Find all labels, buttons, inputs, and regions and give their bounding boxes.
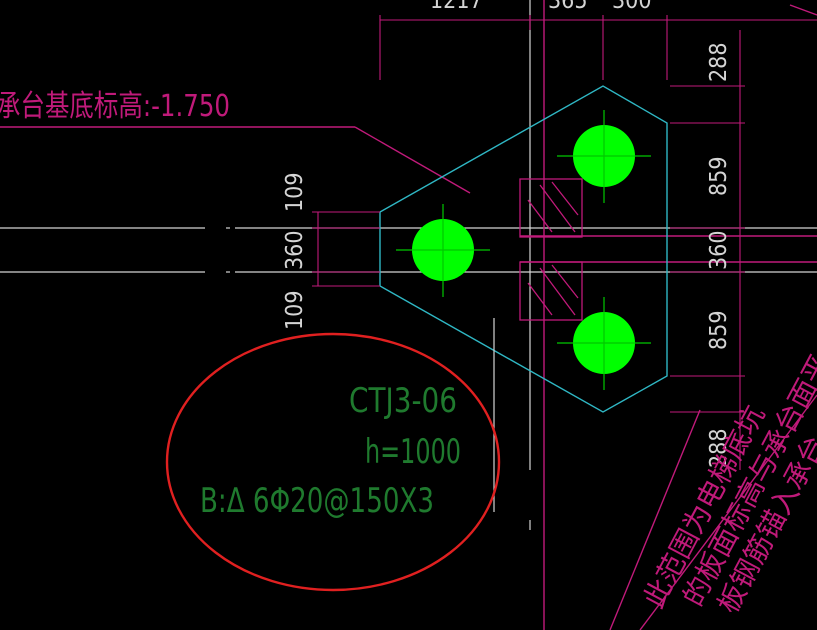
cap-rebar: B:Δ 6Φ20@150X3 [200,481,434,521]
hatched-wall-segments [519,178,583,321]
dimension-lines-top [379,15,817,80]
dim-right-5: 288 [706,429,732,469]
elevation-label: 承台基底标高:-1.750 [0,89,230,124]
dim-top-2: 365 [548,0,588,14]
dim-right-2: 859 [706,157,732,197]
pile-centerline-cross [557,110,651,203]
pile-centerline-cross [557,297,651,390]
red-ellipse-icon [165,332,501,592]
dim-right-3: 360 [706,231,732,271]
cap-height: h=1000 [365,432,461,472]
dimension-lines-right [670,30,745,470]
dim-top-1: 1217 [430,0,483,14]
dim-right-1: 288 [706,43,732,83]
pile-1[interactable] [557,110,651,203]
dimension-lines-left [312,211,380,287]
cap-code: CTJ3-06 [349,381,457,421]
pile-2[interactable] [396,204,490,297]
dim-left-3: 109 [282,291,308,331]
dim-left-2: 360 [282,231,308,271]
dim-left-1: 109 [282,173,308,213]
dim-right-4: 859 [706,311,732,351]
dim-top-3: 300 [612,0,652,14]
pile-centerline-cross [396,204,490,297]
pile-3[interactable] [557,297,651,390]
